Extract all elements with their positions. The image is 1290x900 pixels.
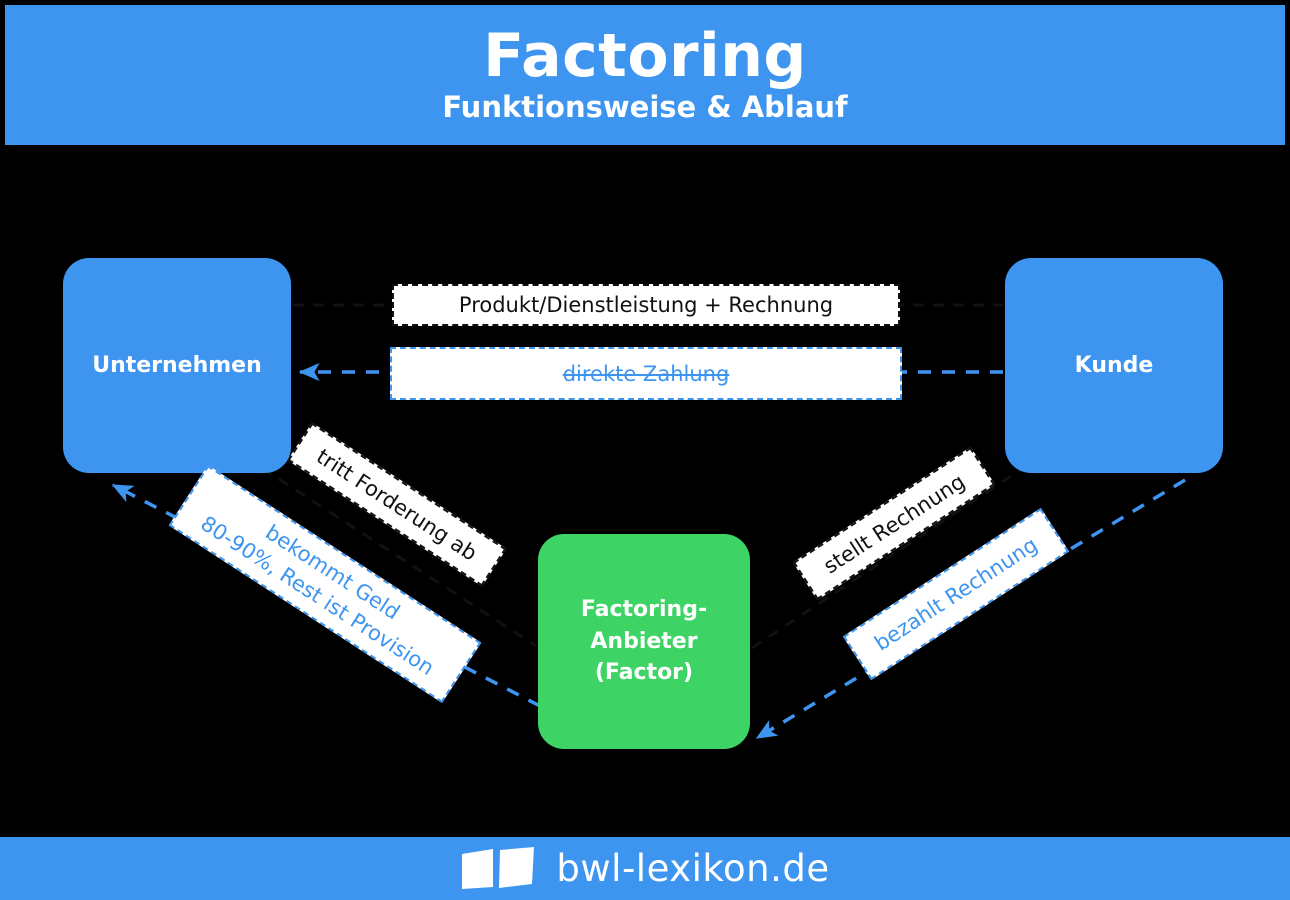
edge-label-produkt-rechnung-text: Produkt/Dienstleistung + Rechnung <box>458 293 834 317</box>
edge-label-direkte-zahlung: direkte Zahlung <box>390 347 902 400</box>
open-book-icon <box>462 846 535 889</box>
page-title: Factoring <box>483 21 807 92</box>
node-unternehmen-label: Unternehmen <box>92 353 262 378</box>
node-factoring-anbieter[interactable]: Factoring- Anbieter (Factor) <box>538 534 750 749</box>
edge-label-bekommt-geld: bekommt Geld 80-90%, Rest ist Provision <box>168 465 482 703</box>
header-banner: Factoring Funktionsweise & Ablauf <box>5 5 1285 145</box>
edge-label-stellt-rechnung-text: stellt Rechnung <box>818 468 970 579</box>
node-factoring-anbieter-label: Factoring- Anbieter (Factor) <box>580 596 708 686</box>
edge-label-direkte-zahlung-text: direkte Zahlung <box>562 361 730 386</box>
edge-label-tritt-forderung-ab-text: tritt Forderung ab <box>312 443 482 566</box>
brand-name: bwl-lexikon.de <box>556 847 830 890</box>
page-subtitle: Funktionsweise & Ablauf <box>442 89 848 124</box>
node-kunde[interactable]: Kunde <box>1005 258 1223 473</box>
edge-label-bezahlt-rechnung-text: bezahlt Rechnung <box>870 532 1042 656</box>
footer-banner: bwl-lexikon.de <box>0 837 1290 900</box>
edge-label-produkt-rechnung: Produkt/Dienstleistung + Rechnung <box>392 284 900 326</box>
node-kunde-label: Kunde <box>1074 353 1154 378</box>
node-unternehmen[interactable]: Unternehmen <box>63 258 291 473</box>
